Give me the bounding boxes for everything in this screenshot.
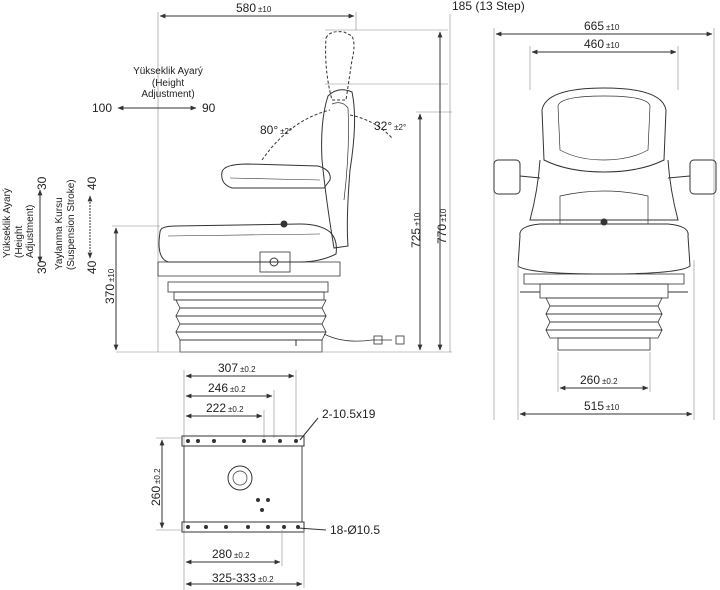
side-view-seat [37, 12, 452, 353]
dim-plate-height: 260±0.2 [149, 468, 163, 506]
hole-spec: 18-Ø10.5 [330, 523, 381, 537]
dim-rail-222: 222±0.2 [206, 401, 244, 415]
dim-plate-range: 325-333±0.2 [212, 571, 274, 585]
suspension-stroke-label: Yaylanma Kursu (Suspension Stroke) [54, 179, 77, 270]
height-adjustment-right-value: 90 [202, 101, 216, 115]
height-adjustment-left-value: 100 [92, 101, 113, 115]
front-view-seat [493, 28, 717, 420]
dim-side-width: 580±10 [236, 1, 272, 15]
dim-rail-246: 246±0.2 [208, 381, 246, 395]
dim-plate-280: 280±0.2 [212, 547, 250, 561]
suspension-top-value: 40 [85, 176, 99, 190]
side-height-bottom-value: 30 [35, 260, 49, 274]
angle-back-fold: 80°±2° [260, 123, 293, 137]
dim-back-width: 460±10 [584, 37, 620, 51]
slot-spec: 2-10.5x19 [322, 407, 376, 421]
mounting-plate-view [156, 370, 327, 590]
dim-step: 185 (13 Step) [452, 0, 525, 13]
side-height-adjustment-label: Yükseklik Ayarý (Height Adjustment) [2, 188, 36, 258]
angle-back-tilt: 32°±2° [374, 119, 407, 133]
dim-total-height: 770±10 [435, 208, 449, 244]
dim-bottom-width: 515±10 [584, 399, 620, 413]
dim-rail-307: 307±0.2 [218, 361, 256, 375]
suspension-bottom-value: 40 [85, 260, 99, 274]
dim-suspension-width: 260±0.2 [580, 373, 618, 387]
height-adjustment-label: Yükseklik Ayarý (Height Adjustment) [133, 66, 203, 100]
dim-front-width: 665±10 [584, 19, 620, 33]
dim-seat-height: 725±10 [409, 212, 423, 248]
dim-base-height: 370±10 [103, 268, 117, 304]
side-height-top-value: 30 [35, 176, 49, 190]
